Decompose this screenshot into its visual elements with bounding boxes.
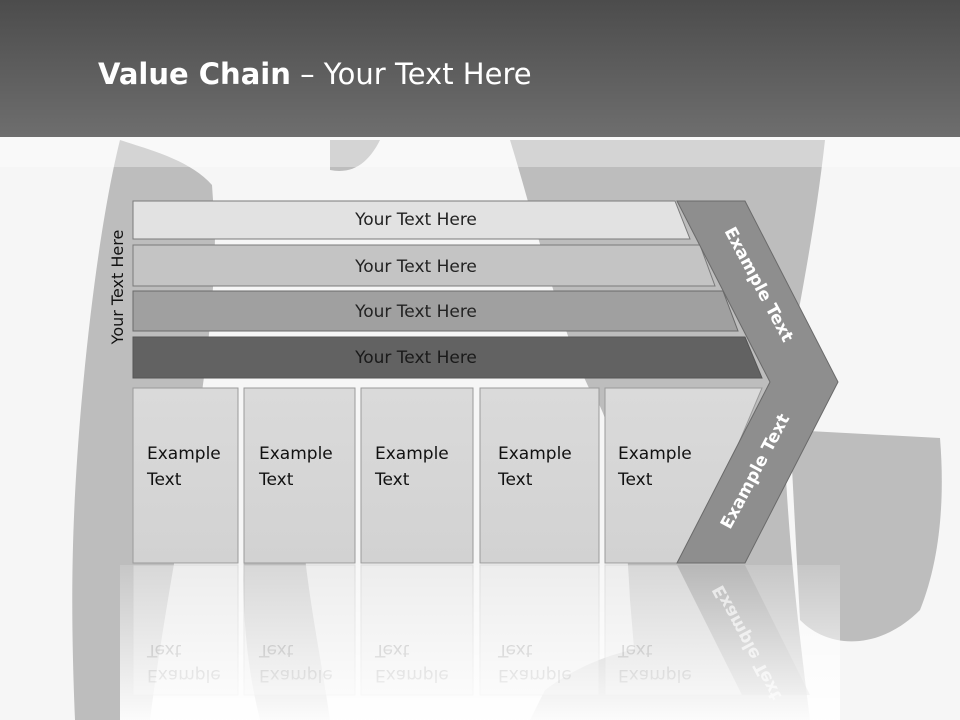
box-5-line2: Text xyxy=(617,470,653,490)
box-4-line1: Example xyxy=(498,444,572,464)
box-3[interactable] xyxy=(360,387,474,564)
bar-2-label: Your Text Here xyxy=(354,257,477,277)
bar-2[interactable] xyxy=(132,244,716,287)
box-5-line1: Example xyxy=(618,444,692,464)
bar-4[interactable] xyxy=(132,336,763,379)
bar-3-label: Your Text Here xyxy=(354,302,477,322)
box-1-line2: Text xyxy=(146,470,182,490)
bar-3[interactable] xyxy=(132,290,739,332)
reflection-fade xyxy=(120,565,840,720)
box-2[interactable] xyxy=(243,387,356,564)
slide-title-rest: – Your Text Here xyxy=(291,57,532,91)
slide-title-bold: Value Chain xyxy=(98,57,291,91)
box-4-line2: Text xyxy=(497,470,533,490)
slide-title: Value Chain – Your Text Here xyxy=(98,57,532,91)
box-1[interactable] xyxy=(132,387,239,564)
boxes-group xyxy=(132,387,763,564)
header-shadow-band xyxy=(0,137,960,167)
header-bar xyxy=(0,0,960,137)
side-label: Your Text Here xyxy=(108,230,127,346)
box-3-line2: Text xyxy=(374,470,410,490)
box-1-line1: Example xyxy=(147,444,221,464)
chevron-arrow[interactable] xyxy=(676,200,839,564)
bar-4-label: Your Text Here xyxy=(354,348,477,368)
bars-group: Your Text Here Your Text Here Your Text … xyxy=(132,200,763,379)
box-labels: Example Text Example Text Example Text E… xyxy=(146,444,692,490)
bar-1[interactable] xyxy=(132,200,691,240)
box-2-line1: Example xyxy=(259,444,333,464)
box-4[interactable] xyxy=(479,387,600,564)
box-3-line1: Example xyxy=(375,444,449,464)
bar-1-label: Your Text Here xyxy=(354,210,477,230)
box-2-line2: Text xyxy=(258,470,294,490)
